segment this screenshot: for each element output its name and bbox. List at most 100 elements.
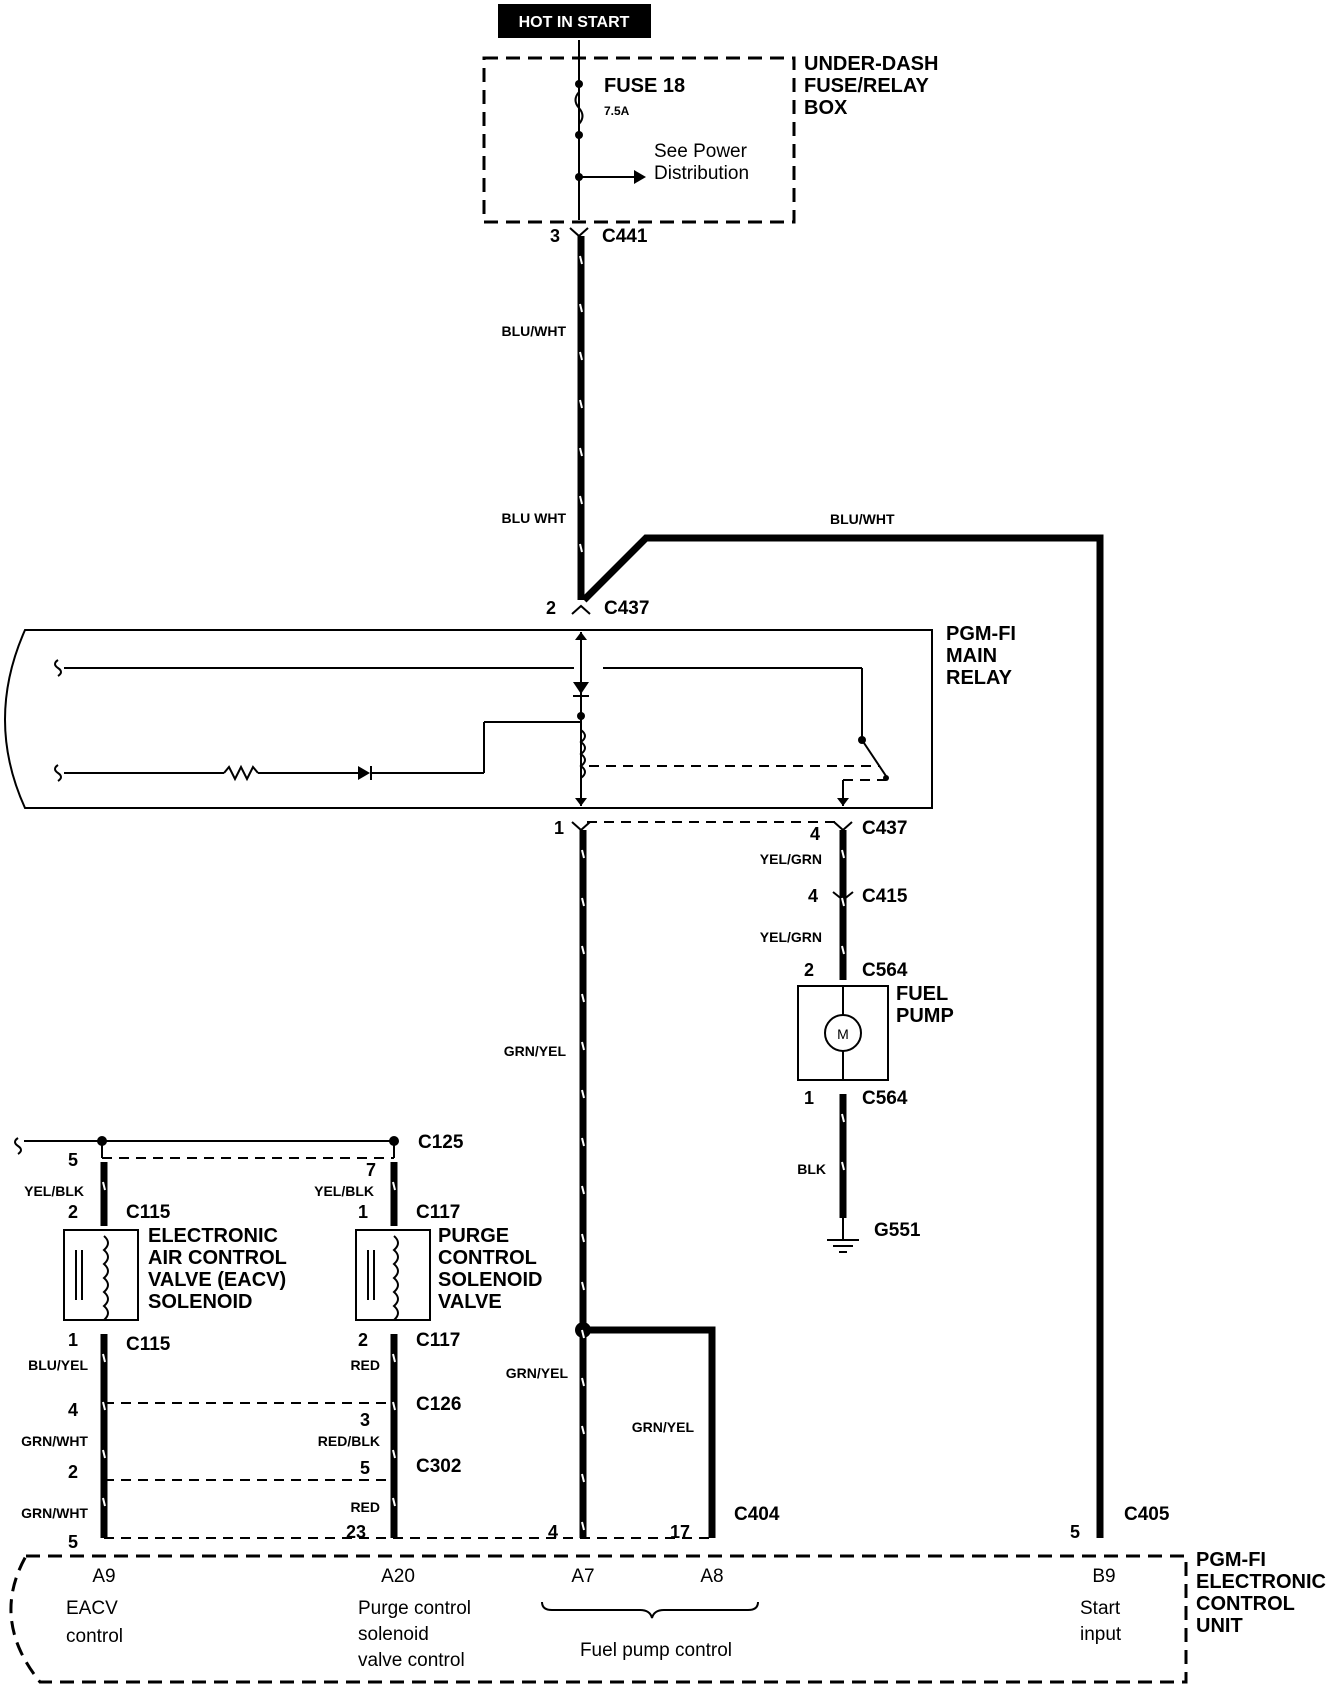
wire-texture-tick xyxy=(579,399,583,409)
ecu-label-3: CONTROL xyxy=(1196,1593,1295,1615)
wire-label-yel-blk-2: YEL/BLK xyxy=(314,1183,374,1199)
wire-texture-tick xyxy=(392,1449,396,1459)
wire-texture-tick xyxy=(102,1449,106,1459)
wire-texture-tick xyxy=(392,1401,396,1411)
c302-right-pin: 5 xyxy=(360,1458,370,1478)
c125-right-pin: 7 xyxy=(366,1160,376,1180)
fuel-pump-label-1: FUEL xyxy=(896,983,948,1005)
purge-label-4: VALVE xyxy=(438,1291,502,1313)
relay-coil xyxy=(579,729,586,779)
wire-label-grn-yel-1: GRN/YEL xyxy=(504,1043,567,1059)
wire-texture-tick xyxy=(581,1329,585,1339)
wire-texture-tick xyxy=(392,1497,396,1507)
wire-grn-yel-branch xyxy=(583,1326,716,1538)
fuse-18-rating: 7.5A xyxy=(604,104,630,118)
c117-bot-pin: 2 xyxy=(358,1330,368,1350)
wire-texture-tick xyxy=(581,1185,585,1195)
c415-pin: 4 xyxy=(808,886,818,906)
ecu-terminal-a8: A8 xyxy=(700,1566,723,1587)
c441-label: C441 xyxy=(602,226,648,247)
power-note-line-1: See Power xyxy=(654,141,748,162)
relay-diode-left xyxy=(358,766,370,780)
wire-label-grn-yel-2: GRN/YEL xyxy=(506,1365,569,1381)
wire-label-yel-grn-2: YEL/GRN xyxy=(760,929,822,945)
wire-texture-tick xyxy=(102,1353,106,1363)
wire-texture-tick xyxy=(579,495,583,505)
wire-label-grn-wht-1: GRN/WHT xyxy=(21,1433,88,1449)
c437-right-pin: 4 xyxy=(810,824,820,844)
wire-label-blu-wht-3: BLU/WHT xyxy=(830,511,895,527)
ecu-pin-a7: 4 xyxy=(548,1522,558,1542)
ecu-purge-control-3: valve control xyxy=(358,1650,465,1671)
c125-label: C125 xyxy=(418,1132,464,1153)
power-note-line-2: Distribution xyxy=(654,163,749,184)
ecu-start-input-1: Start xyxy=(1080,1598,1121,1619)
c117-top-pin: 1 xyxy=(358,1202,368,1222)
c115-top-label: C115 xyxy=(126,1202,171,1223)
wire-label-yel-blk-1: YEL/BLK xyxy=(24,1183,84,1199)
wire-texture-tick xyxy=(841,1161,845,1171)
ecu-terminal-a9: A9 xyxy=(92,1566,115,1587)
ecu-eacv-control-1: EACV xyxy=(66,1598,118,1619)
c564-top-label: C564 xyxy=(862,960,908,981)
wire-label-grn-yel-3: GRN/YEL xyxy=(632,1419,695,1435)
purge-solenoid-box xyxy=(355,1229,431,1321)
c437-left-pin: 1 xyxy=(554,818,564,838)
wire-texture-tick xyxy=(581,1473,585,1483)
purge-label-2: CONTROL xyxy=(438,1247,537,1269)
wire-texture-tick xyxy=(581,897,585,907)
ecu-box xyxy=(9,1554,1188,1684)
relay-diode-top xyxy=(573,682,589,694)
eacv-label-1: ELECTRONIC xyxy=(148,1225,278,1247)
c415-label: C415 xyxy=(862,886,908,907)
fuel-pump-control-brace xyxy=(541,1601,759,1619)
main-relay-box xyxy=(4,629,933,809)
wire-label-blk: BLK xyxy=(797,1161,826,1177)
c564-top-pin: 2 xyxy=(804,960,814,980)
c437-top-label: C437 xyxy=(604,598,649,619)
c125-left-pin: 5 xyxy=(68,1150,78,1170)
c117-top-label: C117 xyxy=(416,1202,460,1223)
c441-pin: 3 xyxy=(550,226,560,246)
ecu-terminal-a20: A20 xyxy=(381,1566,415,1587)
wire-texture-tick xyxy=(102,1181,106,1191)
c564-bot-pin: 1 xyxy=(804,1088,814,1108)
fuse-box-outline xyxy=(482,56,796,224)
wire-label-red-2: RED xyxy=(350,1499,380,1515)
ecu-purge-control-2: solenoid xyxy=(358,1624,429,1645)
wire-texture-tick xyxy=(581,1281,585,1291)
wire-texture-tick xyxy=(102,1401,106,1411)
c115-bot-label: C115 xyxy=(126,1334,171,1355)
ecu-terminal-b9: B9 xyxy=(1092,1566,1115,1587)
c404-label: C404 xyxy=(734,1504,780,1525)
fuse-18-label: FUSE 18 xyxy=(604,75,685,97)
wire-blu-wht-branch xyxy=(581,534,1104,1538)
wire-texture-tick xyxy=(579,543,583,553)
c437-bottom-label: C437 xyxy=(862,818,907,839)
purge-label-3: SOLENOID xyxy=(438,1269,542,1291)
relay-label-1: PGM-FI xyxy=(946,623,1016,645)
eacv-solenoid-box xyxy=(63,1229,139,1321)
fuse-18-symbol xyxy=(574,91,584,125)
c302-left-pin: 2 xyxy=(68,1462,78,1482)
ecu-label-1: PGM-FI xyxy=(1196,1549,1266,1571)
wire-label-yel-grn-1: YEL/GRN xyxy=(760,851,822,867)
c126-left-pin: 4 xyxy=(68,1400,78,1420)
fuse-box-label-3: BOX xyxy=(804,97,848,119)
wire-label-blu-yel: BLU/YEL xyxy=(28,1357,88,1373)
eacv-label-4: SOLENOID xyxy=(148,1291,252,1313)
g551-label: G551 xyxy=(874,1220,921,1241)
fuse-box-label-2: FUSE/RELAY xyxy=(804,75,930,97)
power-distribution-arrow xyxy=(634,170,646,184)
wire-label-blu-wht-1: BLU/WHT xyxy=(501,323,566,339)
ecu-fuel-pump-control: Fuel pump control xyxy=(580,1640,732,1661)
c117-bot-label: C117 xyxy=(416,1330,460,1351)
wire-texture-tick xyxy=(581,945,585,955)
wire-texture-tick xyxy=(581,1089,585,1099)
relay-switch xyxy=(861,739,887,777)
eacv-label-2: AIR CONTROL xyxy=(148,1247,287,1269)
wire-texture-tick xyxy=(841,897,845,907)
eacv-label-3: VALVE (EACV) xyxy=(148,1269,286,1291)
relay-resistor xyxy=(223,764,259,782)
relay-label-3: RELAY xyxy=(946,667,1013,689)
